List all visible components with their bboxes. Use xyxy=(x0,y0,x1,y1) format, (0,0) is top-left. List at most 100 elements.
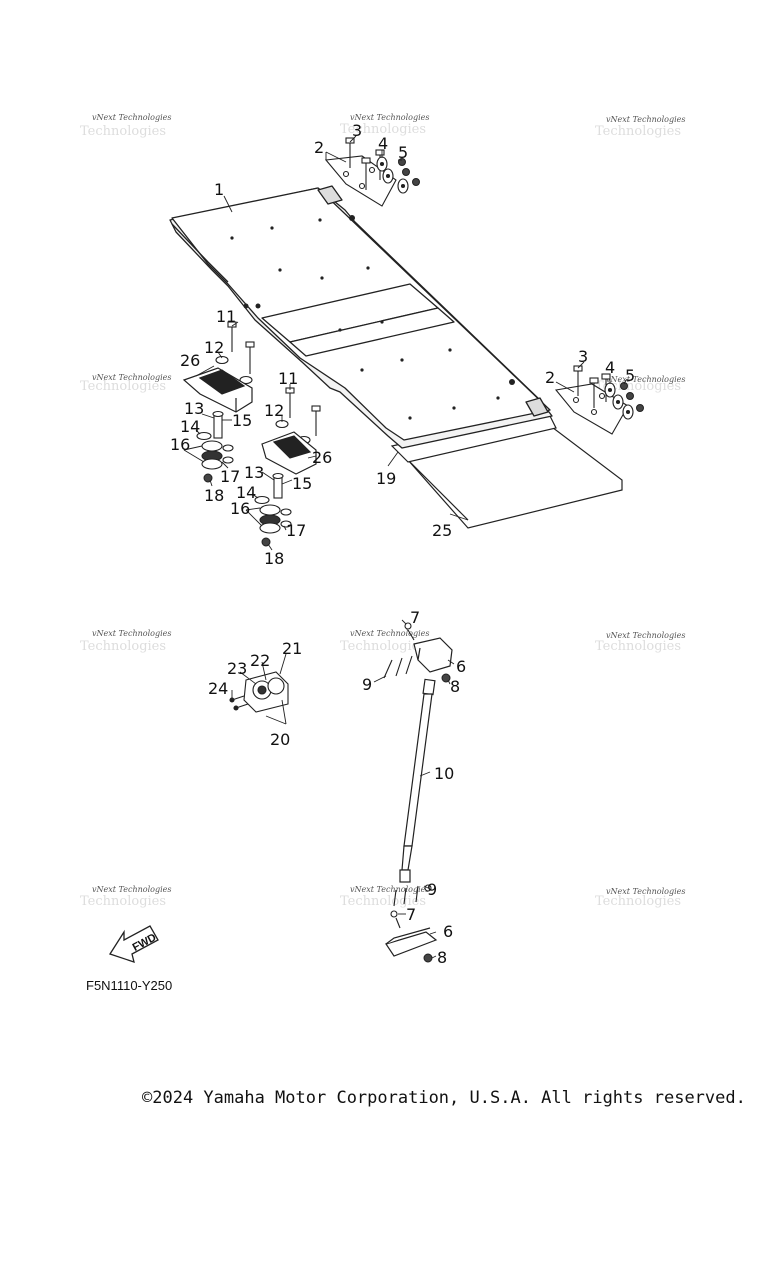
callout-1: 1 xyxy=(214,180,224,199)
part-20-latch-assembly xyxy=(229,671,289,713)
svg-text:Technologies: Technologies xyxy=(595,894,681,909)
callout-11-lower: 11 xyxy=(278,369,298,388)
callout-17-lower: 17 xyxy=(286,521,306,540)
callout-7-bottom: 7 xyxy=(406,905,416,924)
callout-4-right: 4 xyxy=(605,358,615,377)
callout-26-lower: 26 xyxy=(312,448,332,467)
callout-9-bottom: 9 xyxy=(427,880,437,899)
callout-labels: 1 2 3 4 5 2 3 4 5 11 12 26 11 12 13 15 1… xyxy=(170,121,635,967)
svg-text:Technologies: Technologies xyxy=(340,122,426,137)
svg-text:vNext Technologies: vNext Technologies xyxy=(606,631,685,640)
callout-8-bottom: 8 xyxy=(437,948,447,967)
part-13-spacer-upper xyxy=(212,410,224,439)
svg-text:Technologies: Technologies xyxy=(80,894,166,909)
callout-4-top: 4 xyxy=(378,134,388,153)
part-5-nuts-top xyxy=(398,158,420,186)
callout-15-upper: 15 xyxy=(232,411,252,430)
part-14-washer-lower xyxy=(254,495,270,505)
part-3-bolts-top xyxy=(345,137,385,190)
svg-text:vNext Technologies: vNext Technologies xyxy=(92,373,171,382)
part-18-nut-upper xyxy=(203,473,213,483)
part-14-washer-upper xyxy=(196,431,212,441)
svg-text:Technologies: Technologies xyxy=(595,639,681,654)
callout-22: 22 xyxy=(250,651,270,670)
callout-9-top: 9 xyxy=(362,675,372,694)
callout-15-lower: 15 xyxy=(292,474,312,493)
fwd-arrow-icon: FWD xyxy=(109,925,159,963)
part-6-bracket-top xyxy=(413,637,453,673)
part-4-washers-right xyxy=(604,382,634,420)
svg-text:vNext Technologies: vNext Technologies xyxy=(92,885,171,894)
callout-12-upper: 12 xyxy=(204,338,224,357)
callout-23: 23 xyxy=(227,659,247,678)
part-9-screws-bottom xyxy=(393,884,432,907)
svg-text:Technologies: Technologies xyxy=(80,639,166,654)
leader-lines xyxy=(183,135,627,959)
callout-20: 20 xyxy=(270,730,290,749)
part-7-pin-bottom xyxy=(390,910,401,929)
part-11-bolts-lower xyxy=(285,387,321,436)
callout-12-lower: 12 xyxy=(264,401,284,420)
part-3-bolts-right xyxy=(573,365,611,408)
callout-14-lower: 14 xyxy=(236,483,256,502)
svg-text:vNext Technologies: vNext Technologies xyxy=(92,629,171,638)
callout-13-lower: 13 xyxy=(244,463,264,482)
svg-text:vNext Technologies: vNext Technologies xyxy=(606,887,685,896)
part-11-bolts-upper xyxy=(227,321,255,374)
svg-text:Technologies: Technologies xyxy=(80,124,166,139)
part-6-bracket-bottom xyxy=(385,927,438,957)
part-10-gas-strut xyxy=(399,678,436,883)
svg-text:vNext Technologies: vNext Technologies xyxy=(350,629,429,638)
part-26-mount-upper xyxy=(182,367,253,413)
svg-text:vNext Technologies: vNext Technologies xyxy=(350,885,429,894)
callout-18-lower: 18 xyxy=(264,549,284,568)
callout-6-top: 6 xyxy=(456,657,466,676)
callout-6-bottom: 6 xyxy=(443,922,453,941)
callout-14-upper: 14 xyxy=(180,417,200,436)
callout-5-right: 5 xyxy=(625,366,635,385)
callout-8-top: 8 xyxy=(450,677,460,696)
diagram-code: F5N1110-Y250 xyxy=(86,978,172,993)
part-5-nuts-right xyxy=(620,382,644,412)
svg-text:Technologies: Technologies xyxy=(595,379,681,394)
part-8-nut-bottom xyxy=(423,953,433,963)
callout-2-top: 2 xyxy=(314,138,324,157)
part-16-17-bushings-upper xyxy=(201,440,234,470)
part-9-screws-top xyxy=(383,655,413,679)
callout-24: 24 xyxy=(208,679,228,698)
svg-text:Technologies: Technologies xyxy=(80,379,166,394)
callout-25: 25 xyxy=(432,521,452,540)
svg-text:vNext Technologies: vNext Technologies xyxy=(606,115,685,124)
callout-7-top: 7 xyxy=(410,608,420,627)
callout-17-upper: 17 xyxy=(220,467,240,486)
part-12-washers-upper xyxy=(215,355,253,385)
callout-11-upper: 11 xyxy=(216,307,236,326)
callout-19: 19 xyxy=(376,469,396,488)
part-1-panel xyxy=(169,185,553,449)
callout-16-upper: 16 xyxy=(170,435,190,454)
callout-16-lower: 16 xyxy=(230,499,250,518)
callout-18-upper: 18 xyxy=(204,486,224,505)
part-7-pin-top xyxy=(404,622,415,641)
callout-3-right: 3 xyxy=(578,347,588,366)
part-13-spacer-lower xyxy=(272,472,284,499)
callout-10: 10 xyxy=(434,764,454,783)
svg-text:vNext Technologies: vNext Technologies xyxy=(606,375,685,384)
copyright-notice: ©2024 Yamaha Motor Corporation, U.S.A. A… xyxy=(142,1088,746,1108)
callout-26-upper: 26 xyxy=(180,351,200,370)
part-16-17-bushings-lower xyxy=(259,504,292,534)
svg-text:Technologies: Technologies xyxy=(595,124,681,139)
callout-2-right: 2 xyxy=(545,368,555,387)
svg-text:vNext Technologies: vNext Technologies xyxy=(350,113,429,122)
callout-5-top: 5 xyxy=(398,143,408,162)
